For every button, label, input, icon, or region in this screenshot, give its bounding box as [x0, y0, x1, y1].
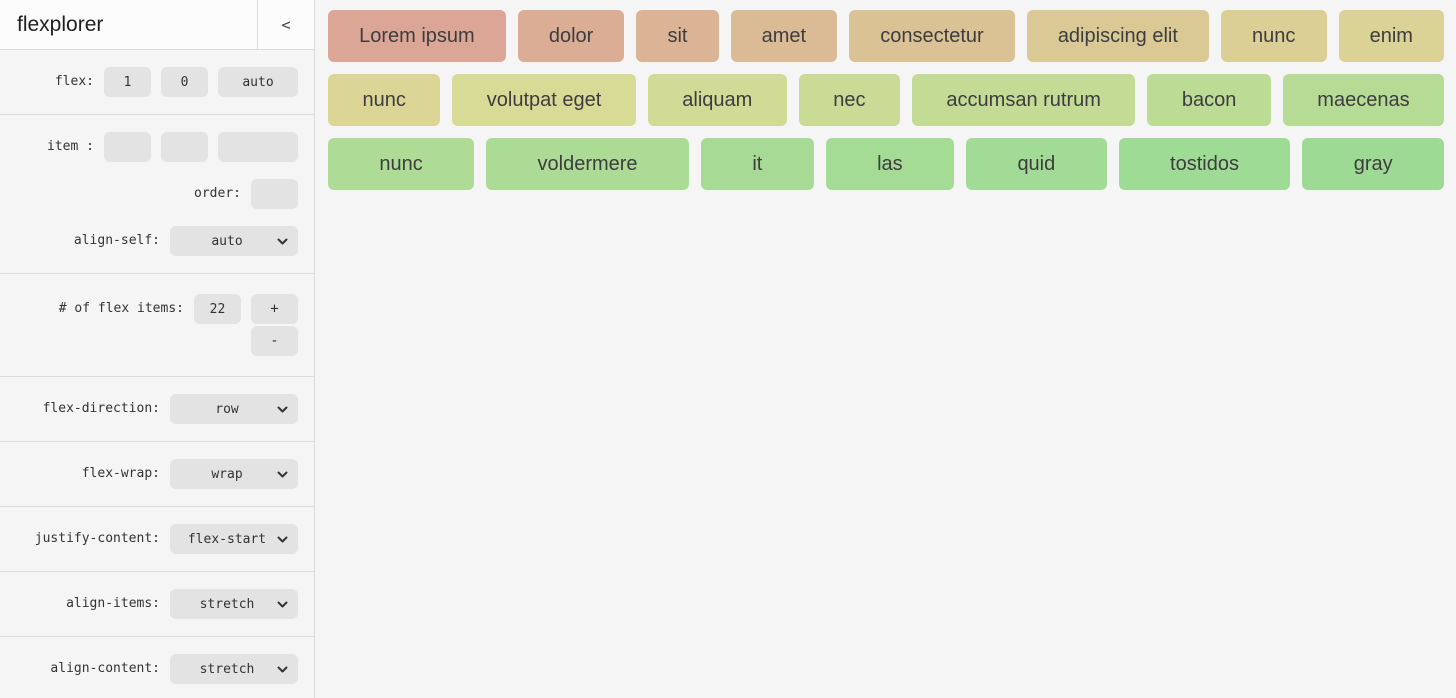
item-label: item : — [47, 139, 94, 154]
flex-items-count-input[interactable] — [194, 294, 241, 324]
flex-item[interactable]: nunc — [328, 74, 441, 126]
flex-grow-input[interactable] — [104, 67, 151, 97]
section-item: item : order: align-self: auto — [0, 115, 314, 274]
section-align-content: align-content: stretch — [0, 637, 314, 698]
section-flex-items-count: # of flex items: + - — [0, 274, 314, 377]
flex-item[interactable]: volutpat eget — [452, 74, 636, 126]
section-justify-content: justify-content: flex-start — [0, 507, 314, 572]
order-label: order: — [194, 186, 241, 201]
flex-direction-label: flex-direction: — [42, 401, 160, 416]
add-item-button[interactable]: + — [251, 294, 298, 324]
flex-item[interactable]: consectetur — [849, 10, 1015, 62]
order-input[interactable] — [251, 179, 298, 209]
flex-item[interactable]: quid — [966, 138, 1107, 190]
flex-items-count-label: # of flex items: — [58, 301, 184, 316]
flex-item[interactable]: nunc — [1220, 10, 1327, 62]
flex-item[interactable]: adipiscing elit — [1026, 10, 1209, 62]
flex-item[interactable]: las — [825, 138, 955, 190]
flex-item[interactable]: nec — [798, 74, 900, 126]
align-items-label: align-items: — [66, 596, 160, 611]
justify-content-select[interactable]: flex-start — [170, 524, 298, 554]
flex-direction-controls: flex-direction: row — [16, 394, 298, 424]
section-flex-wrap: flex-wrap: wrap — [0, 442, 314, 507]
item-flex-basis-input[interactable] — [218, 132, 298, 162]
flex-item[interactable]: dolor — [517, 10, 625, 62]
flex-item[interactable]: nunc — [328, 138, 475, 190]
count-stepper: + - — [251, 294, 298, 356]
item-controls: item : — [16, 132, 298, 162]
flex-wrap-controls: flex-wrap: wrap — [16, 459, 298, 489]
flex-item[interactable]: enim — [1338, 10, 1445, 62]
flex-item[interactable]: amet — [730, 10, 838, 62]
flex-item[interactable]: Lorem ipsum — [328, 10, 506, 62]
flex-item[interactable]: tostidos — [1118, 138, 1291, 190]
flex-label: flex: — [54, 74, 94, 89]
justify-content-controls: justify-content: flex-start — [16, 524, 298, 554]
sidebar-header: flexplorer < — [0, 0, 314, 50]
app-title: flexplorer — [17, 13, 104, 36]
flex-item[interactable]: gray — [1302, 138, 1445, 190]
flex-wrap-select[interactable]: wrap — [170, 459, 298, 489]
align-items-controls: align-items: stretch — [16, 589, 298, 619]
flex-wrap-label: flex-wrap: — [81, 466, 160, 481]
justify-content-label: justify-content: — [34, 531, 160, 546]
order-controls: order: — [16, 179, 298, 209]
align-content-controls: align-content: stretch — [16, 654, 298, 684]
align-self-select[interactable]: auto — [170, 226, 298, 256]
align-content-select[interactable]: stretch — [170, 654, 298, 684]
align-self-label: align-self: — [73, 233, 160, 248]
item-flex-grow-input[interactable] — [104, 132, 151, 162]
flex-item[interactable]: sit — [636, 10, 719, 62]
flex-item[interactable]: it — [700, 138, 814, 190]
align-items-select[interactable]: stretch — [170, 589, 298, 619]
count-controls: # of flex items: + - — [16, 294, 298, 356]
remove-item-button[interactable]: - — [251, 326, 298, 356]
flex-item[interactable]: maecenas — [1282, 74, 1445, 126]
align-content-label: align-content: — [50, 661, 160, 676]
flex-item[interactable]: voldermere — [486, 138, 689, 190]
flex-item[interactable]: accumsan rutrum — [911, 74, 1136, 126]
flex-basis-input[interactable] — [218, 67, 298, 97]
align-self-controls: align-self: auto — [16, 226, 298, 256]
flex-direction-select[interactable]: row — [170, 394, 298, 424]
flex-item[interactable]: aliquam — [647, 74, 787, 126]
flex-shrink-input[interactable] — [161, 67, 208, 97]
flex-item[interactable]: bacon — [1147, 74, 1271, 126]
section-align-items: align-items: stretch — [0, 572, 314, 637]
sidebar-collapse-button[interactable]: < — [257, 0, 314, 49]
sidebar: flexplorer < flex: item : order: align-s… — [0, 0, 315, 698]
section-flex: flex: — [0, 50, 314, 115]
section-flex-direction: flex-direction: row — [0, 377, 314, 442]
flex-row-controls: flex: — [16, 67, 298, 97]
item-flex-shrink-input[interactable] — [161, 132, 208, 162]
